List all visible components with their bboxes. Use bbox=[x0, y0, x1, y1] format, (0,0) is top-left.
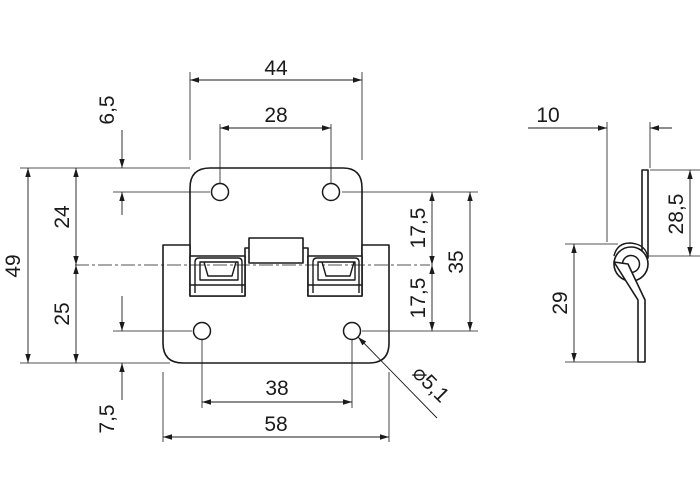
dim-knuckle-total: 35 bbox=[445, 250, 468, 273]
side-dimension-lines bbox=[528, 125, 693, 362]
dim-hole-spacing-bottom: 38 bbox=[265, 377, 288, 400]
hole-upper-left bbox=[210, 182, 230, 202]
side-upper-leaf bbox=[641, 169, 649, 259]
dim-hole-spacing-top: 28 bbox=[264, 104, 287, 127]
upper-leaf bbox=[189, 167, 363, 261]
side-extension-lines bbox=[565, 122, 700, 363]
right-knuckle bbox=[307, 255, 363, 297]
hole-lower-left bbox=[192, 321, 212, 341]
dim-width-bottom: 58 bbox=[264, 413, 287, 436]
extension-lines bbox=[20, 72, 478, 442]
dim-lower-knuckle: 17,5 bbox=[407, 278, 430, 319]
hole-lower-right bbox=[342, 321, 362, 341]
side-lower-leaf bbox=[613, 261, 646, 363]
left-knuckle bbox=[189, 255, 246, 297]
dim-thickness-offset: 10 bbox=[536, 104, 559, 127]
dim-edge-offset-bottom: 7,5 bbox=[96, 404, 119, 433]
dim-upper-leaf: 28,5 bbox=[665, 194, 688, 235]
center-knuckle bbox=[248, 237, 304, 264]
side-view: 10 28,5 29 bbox=[528, 104, 700, 363]
dim-lower-leaf: 29 bbox=[549, 291, 572, 314]
dim-upper-knuckle: 17,5 bbox=[407, 208, 430, 249]
dim-lower-height: 25 bbox=[51, 302, 74, 325]
dimension-lines bbox=[25, 77, 473, 440]
dim-hole-diameter: ⌀5,1 bbox=[408, 361, 454, 407]
front-view: 44 28 38 58 49 24 25 6,5 7,5 17,5 17,5 3… bbox=[2, 57, 478, 442]
dim-edge-offset-top: 6,5 bbox=[96, 95, 119, 124]
dim-width-top: 44 bbox=[264, 57, 288, 80]
dim-total-height: 49 bbox=[2, 254, 25, 277]
hole-upper-right bbox=[321, 182, 341, 202]
dim-upper-height: 24 bbox=[51, 205, 74, 229]
